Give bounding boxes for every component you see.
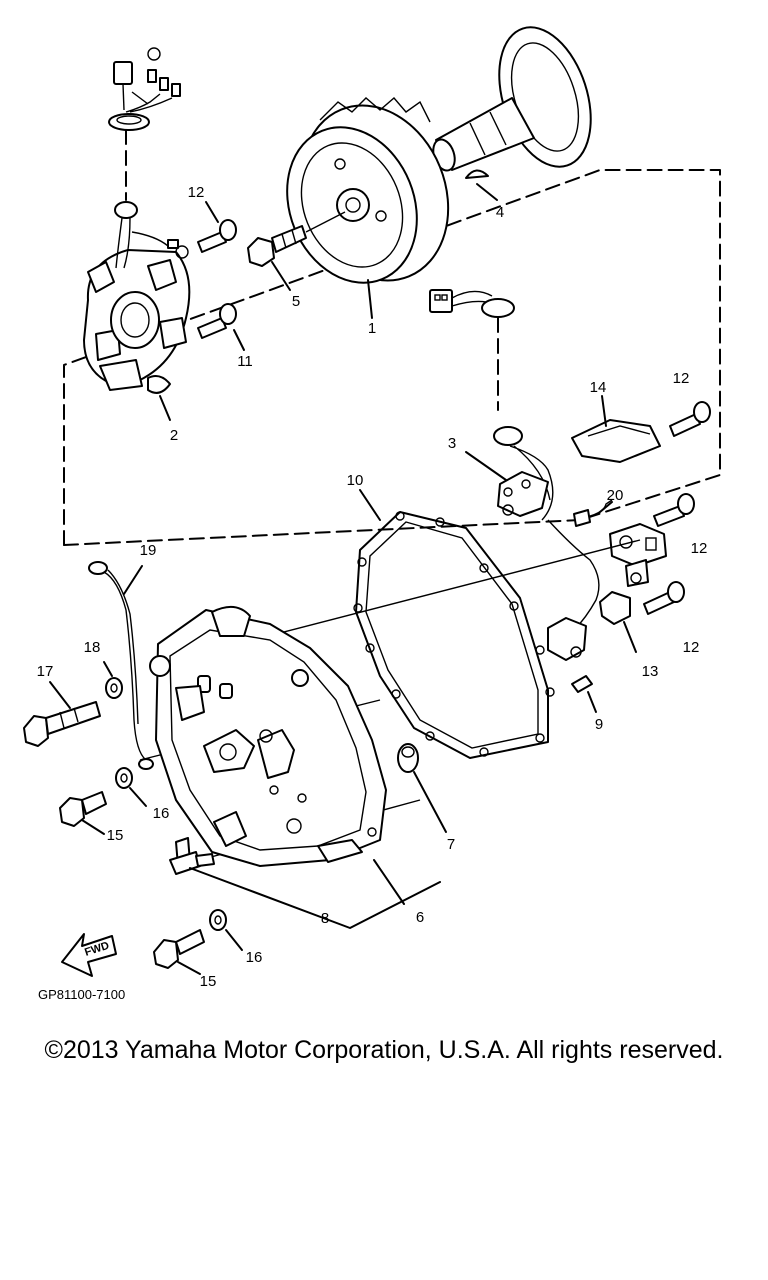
bolt-15-upper xyxy=(59,791,107,835)
callout-5: 5 xyxy=(292,293,300,310)
figure-code: GP81100-7100 xyxy=(38,987,125,1002)
bolt-plate xyxy=(669,401,711,437)
neutral-switch xyxy=(599,591,637,653)
bolt-right-lower xyxy=(643,581,685,615)
callout-14: 14 xyxy=(590,379,607,396)
breather-fitting xyxy=(169,837,441,929)
washer-16-lower xyxy=(209,909,243,951)
washer-18 xyxy=(103,661,123,699)
callout-15-a: 15 xyxy=(107,827,124,844)
pickup-coil xyxy=(465,451,549,517)
pickup-sensor xyxy=(547,617,587,661)
bolt-stator-lower xyxy=(197,303,245,351)
woodruff-key xyxy=(465,169,498,201)
dowel-pin xyxy=(397,743,447,833)
stator-lead-wire xyxy=(108,47,189,269)
callout-19: 19 xyxy=(140,542,157,559)
callout-18: 18 xyxy=(84,639,101,656)
callout-12-b: 12 xyxy=(673,370,690,387)
bolt-right-upper xyxy=(653,493,695,527)
callout-7: 7 xyxy=(447,836,455,853)
callout-17: 17 xyxy=(37,663,54,680)
callout-16-a: 16 xyxy=(153,805,170,822)
dowel-pin-small xyxy=(571,675,597,713)
callout-13: 13 xyxy=(642,663,659,680)
callout-11: 11 xyxy=(237,353,253,370)
bolt-15-lower xyxy=(153,929,205,975)
ground-lead xyxy=(88,561,154,770)
subassembly-bracket xyxy=(63,169,721,546)
parts-diagram: FWD GP81100-7100 1 2 3 4 5 6 7 8 9 10 11… xyxy=(23,26,721,1002)
cover-plate xyxy=(571,395,661,463)
stator-assembly xyxy=(83,249,191,421)
callout-12-c: 12 xyxy=(691,540,708,557)
callout-1: 1 xyxy=(368,320,376,337)
callout-12-a: 12 xyxy=(188,184,205,201)
washer-16-upper xyxy=(115,767,147,807)
bolt-stator-upper xyxy=(197,201,237,253)
callout-2: 2 xyxy=(170,427,178,444)
callout-4: 4 xyxy=(496,204,504,221)
flange-bolt xyxy=(247,211,346,291)
long-bolt xyxy=(23,681,101,747)
callout-10: 10 xyxy=(347,472,364,489)
callout-8: 8 xyxy=(321,910,329,927)
callout-12-d: 12 xyxy=(683,639,700,656)
crankshaft-end xyxy=(432,26,592,172)
callout-20: 20 xyxy=(607,487,624,504)
fwd-arrow-icon: FWD xyxy=(61,933,117,977)
pickup-coil-lead xyxy=(429,289,554,521)
callout-3: 3 xyxy=(448,435,456,452)
wire-clamp xyxy=(547,499,613,631)
callout-9: 9 xyxy=(595,716,603,733)
callout-numbers: 1 2 3 4 5 6 7 8 9 10 11 12 12 12 12 13 1… xyxy=(37,184,708,990)
callout-15-b: 15 xyxy=(200,973,217,990)
rotor-flywheel xyxy=(286,97,450,319)
callout-6: 6 xyxy=(416,909,424,926)
crankcase-cover xyxy=(149,605,405,905)
callout-16-b: 16 xyxy=(246,949,263,966)
crankcase-gasket xyxy=(353,489,555,759)
sensor-connector xyxy=(609,523,667,587)
copyright-notice: ©2013 Yamaha Motor Corporation, U.S.A. A… xyxy=(44,1036,724,1064)
